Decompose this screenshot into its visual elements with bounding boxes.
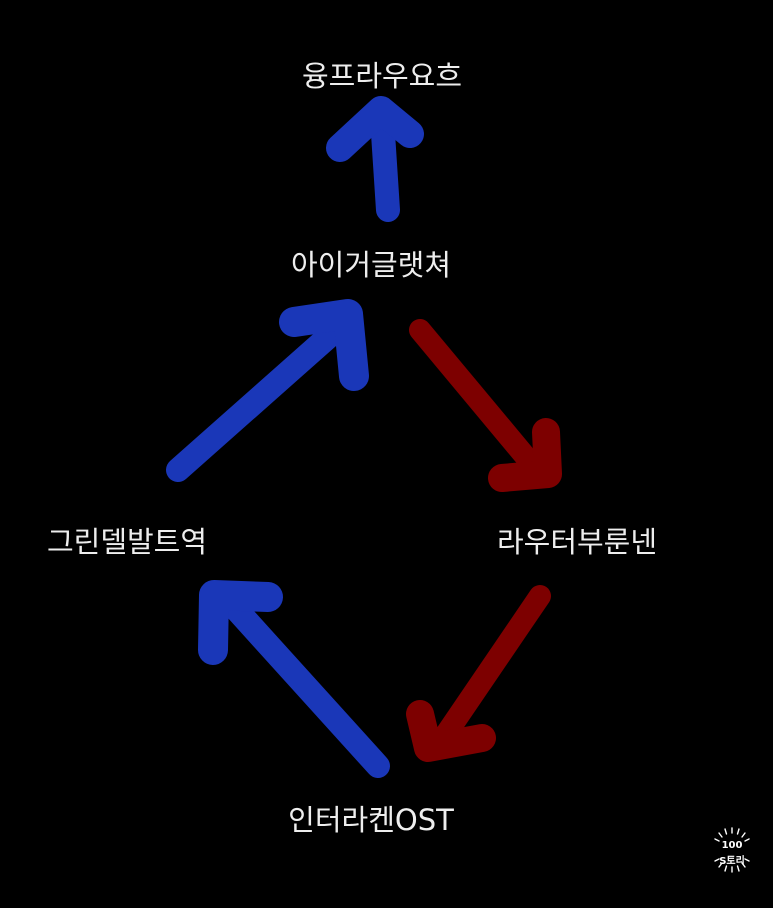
station-interlaken-ost: 인터라켄OST <box>288 803 454 837</box>
station-jungfraujoch: 융프라우요흐 <box>301 59 463 93</box>
sunburst-icon <box>714 827 750 873</box>
watermark-number: 100 <box>721 840 743 851</box>
arrow-left-to-middle <box>166 299 369 482</box>
watermark-text: S토리 <box>719 856 745 867</box>
arrow-bottom-to-left <box>198 580 390 778</box>
watermark-badge: 100 S토리 <box>708 826 756 874</box>
station-grindelwald: 그린델발트역 <box>46 525 208 559</box>
station-lauterbrunnen: 라우터부룬넨 <box>496 525 658 559</box>
arrow-middle-to-top <box>326 96 424 222</box>
arrow-middle-to-right <box>409 319 562 492</box>
arrow-right-to-bottom <box>406 585 551 762</box>
station-eigergletscher: 아이거글랫쳐 <box>290 248 452 282</box>
